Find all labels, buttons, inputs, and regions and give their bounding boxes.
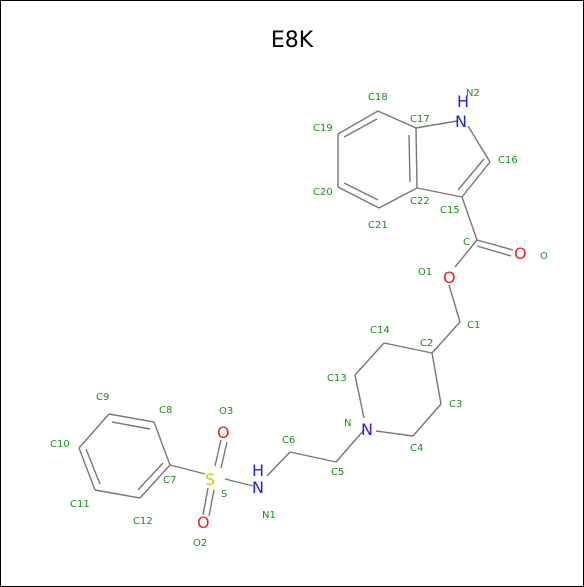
bond-s-c7 (169, 464, 206, 475)
bond-c7-c8 (153, 421, 171, 466)
atom-label-o: O (540, 251, 548, 262)
atom-label-c16: C16 (498, 155, 518, 166)
o-oxygen-symbol: O (514, 244, 527, 263)
atom-label-c6: C6 (282, 435, 295, 446)
atom-label-n2: N2 (466, 88, 480, 99)
atom-label-c12: C12 (133, 516, 153, 527)
atom-label-c3: C3 (449, 399, 462, 410)
atom-label-c9: C9 (96, 392, 109, 403)
bond-n1-s (224, 478, 254, 487)
bond-c11-c12 (94, 489, 141, 499)
atom-label-c18: C18 (368, 92, 388, 103)
bonds (78, 110, 514, 517)
bond-c5-c6 (289, 451, 337, 463)
atom-label-c19: C19 (313, 123, 333, 134)
bond-c6-n1 (266, 451, 291, 477)
bond-c-o1 (454, 239, 478, 268)
bond-s-o3 (214, 439, 222, 467)
bond-n2-c16 (467, 125, 491, 163)
n2-nitrogen-symbol: N (455, 112, 467, 131)
bond-o1-c1 (448, 284, 461, 323)
o1-oxygen-symbol: O (443, 268, 456, 287)
bond-c1-c2 (431, 321, 461, 354)
atom-label-c: C (463, 237, 470, 248)
bond-c14-c13 (354, 342, 385, 376)
bond-c2-c14 (383, 342, 433, 354)
n2-hydrogen-symbol: H (457, 92, 469, 111)
bond-c8-c9 (108, 413, 155, 423)
s-sulfur-symbol: S (205, 470, 215, 489)
bond-s-o2-double (208, 489, 215, 517)
atom-label-c7: C7 (163, 475, 176, 486)
bond-c18-c17 (377, 110, 417, 129)
atom-label-c11: C11 (70, 499, 90, 510)
atom-label-c14: C14 (370, 325, 390, 336)
o2-oxygen-symbol: O (197, 513, 210, 532)
bond-c21-c20-double (343, 182, 379, 201)
atom-label-o3: O3 (219, 406, 233, 417)
bond-c3-c2 (431, 352, 442, 405)
bond-c-o (476, 239, 514, 251)
bond-s-o2 (202, 487, 209, 516)
atom-label-c15: C15 (440, 205, 460, 216)
bond-c16-c15 (461, 161, 491, 198)
bond-c15-c22 (416, 187, 463, 198)
n-nitrogen-symbol: N (361, 420, 373, 439)
atom-labels: N2 C18 C17 C19 C16 C20 C22 C15 C21 C O O… (50, 88, 548, 549)
bond-c17-c22-double (408, 134, 411, 183)
bond-c4-c3 (412, 403, 442, 437)
bond-c-o-double (476, 245, 512, 257)
bond-c10-c11-double (85, 448, 101, 485)
bond-c21-c20 (337, 186, 380, 209)
atom-label-o2: O2 (193, 538, 207, 549)
bond-c22-c21 (378, 187, 418, 209)
bond-n-c5 (335, 429, 365, 463)
bond-c8-c9-double (111, 421, 151, 430)
bond-c19-c18 (337, 110, 379, 135)
bond-c19-c18-double (343, 118, 378, 138)
o3-oxygen-symbol: O (217, 423, 230, 442)
bond-c15-c (461, 196, 478, 241)
n1-hydrogen-symbol: H (252, 461, 264, 480)
atom-label-n: N (344, 418, 351, 429)
atom-label-c13: C13 (327, 373, 347, 384)
atom-label-c8: C8 (159, 405, 172, 416)
atom-label-o1: O1 (418, 267, 432, 278)
bond-c13-n (354, 374, 365, 419)
atom-label-c22: C22 (410, 196, 430, 207)
bond-s-o3-double (220, 441, 228, 469)
atom-label-s: S (221, 489, 227, 500)
bond-c12-c7 (139, 464, 171, 499)
bond-c16-c15-double (457, 158, 485, 191)
bond-c9-c10 (78, 413, 110, 449)
atom-label-c21: C21 (368, 220, 388, 231)
bond-n-c4 (375, 430, 414, 437)
atom-label-c1: C1 (467, 320, 480, 331)
atom-label-c20: C20 (313, 187, 333, 198)
n1-nitrogen-symbol: N (252, 478, 264, 497)
atom-label-c10: C10 (50, 439, 70, 450)
bond-c17-n2 (415, 120, 458, 129)
atom-label-c2: C2 (420, 338, 433, 349)
atom-label-c5: C5 (331, 467, 344, 478)
element-symbols: H N O O N N H S O O (197, 92, 527, 532)
atom-label-c4: C4 (410, 443, 423, 454)
atom-label-c17: C17 (410, 114, 430, 125)
bond-c12-c7-double (137, 462, 164, 491)
bond-c10-c11 (78, 447, 96, 491)
molecule-title: E8K (270, 28, 314, 53)
bond-c17-c22 (415, 127, 418, 189)
atom-label-n1: N1 (262, 510, 276, 521)
